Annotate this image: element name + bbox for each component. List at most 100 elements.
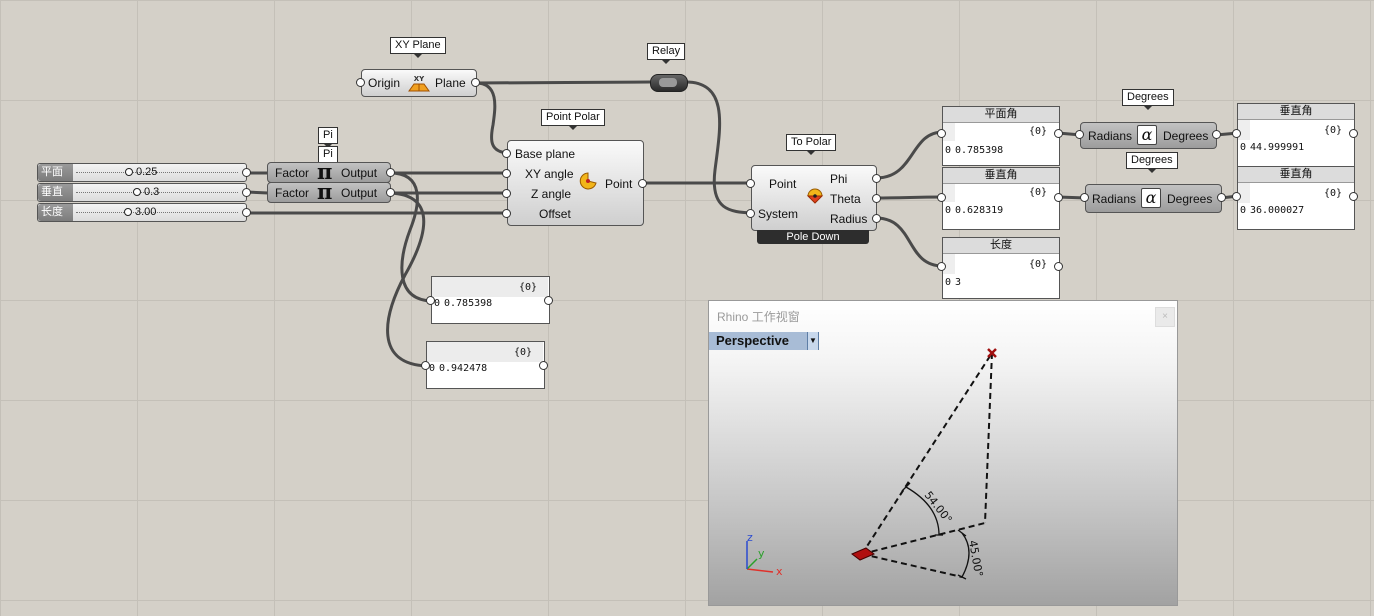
slider-vertical-angle-grip[interactable] [242, 188, 251, 197]
scene-line-to-point [861, 352, 993, 555]
pi-component-2[interactable]: Factor π Output [267, 181, 391, 203]
slider-plane-angle-knob[interactable] [125, 168, 133, 176]
panel-degrees-theta-path: {0} [1323, 188, 1342, 199]
panel-radius-index: 0 [945, 277, 952, 288]
radians-to-degrees-2[interactable]: Radians α Degrees [1085, 184, 1222, 213]
panel-radius-title: 长度 [943, 238, 1059, 254]
radians-to-degrees-1[interactable]: Radians α Degrees [1080, 122, 1217, 149]
conv2-out-grip[interactable] [1217, 193, 1226, 202]
tag-degrees-b: Degrees [1126, 152, 1178, 173]
panel-degrees-phi-in-grip[interactable] [1232, 129, 1241, 138]
panel-phi-path: {0} [1028, 126, 1047, 137]
panel-theta-out-grip[interactable] [1054, 193, 1063, 202]
conv2-alpha-icon: α [1141, 188, 1161, 208]
xy-plane-component[interactable]: Origin XY Plane [361, 69, 477, 97]
scene-line-vertical [984, 352, 993, 524]
panel-degrees-theta-title: 垂直角 [1238, 167, 1354, 183]
panel-phi-band [943, 123, 955, 141]
tag-degrees-a: Degrees [1122, 89, 1174, 110]
panel-degrees-theta-out-grip[interactable] [1349, 192, 1358, 201]
viewport-close-button[interactable]: × [1155, 307, 1175, 327]
panel-radius-in-grip[interactable] [937, 262, 946, 271]
point-polar-grip-point[interactable] [638, 179, 647, 188]
pi2-output: Output [341, 186, 378, 200]
viewport-scene: 54.00° 45.00° x y z [746, 348, 997, 580]
to-polar-grip-phi[interactable] [872, 174, 881, 183]
conv1-in-grip[interactable] [1075, 130, 1084, 139]
conv1-out-grip[interactable] [1212, 130, 1221, 139]
rhino-viewport[interactable]: Rhino 工作视窗 × Perspective ▼ 54.00° 45.00° [708, 300, 1178, 606]
point-polar-icon [579, 172, 597, 190]
panel-degrees-theta-in-grip[interactable] [1232, 192, 1241, 201]
scene-base-plane-icon [851, 547, 875, 561]
slider-length-knob[interactable] [124, 208, 132, 216]
panel-theta-in-grip[interactable] [937, 193, 946, 202]
slider-vertical-angle-knob[interactable] [133, 188, 141, 196]
point-polar-grip-offset[interactable] [502, 209, 511, 218]
point-polar-grip-base-plane[interactable] [502, 149, 511, 158]
to-polar-grip-theta[interactable] [872, 194, 881, 203]
conv2-in-grip[interactable] [1080, 193, 1089, 202]
panel-pi2-out-grip[interactable] [539, 361, 548, 370]
panel-pi1-out-grip[interactable] [544, 296, 553, 305]
scene-axes-widget [746, 541, 774, 573]
pi2-input-factor: Factor [275, 186, 310, 200]
tag-xy-plane: XY Plane [390, 37, 446, 58]
point-polar-component[interactable]: Base plane XY angle Z angle Offset Point [507, 140, 644, 226]
slider-plane-angle-grip[interactable] [242, 168, 251, 177]
xy-plane-output-plane: Plane [435, 76, 466, 90]
conv1-alpha-icon: α [1137, 125, 1157, 145]
viewport-view-tab[interactable]: Perspective ▼ [709, 332, 819, 350]
xy-plane-output-grip[interactable] [471, 78, 480, 87]
to-polar-grip-radius[interactable] [872, 214, 881, 223]
panel-phi-title: 平面角 [943, 107, 1059, 123]
panel-pi1-in-grip[interactable] [426, 296, 435, 305]
point-polar-grip-xy-angle[interactable] [502, 169, 511, 178]
slider-plane-angle-value: 0.25 [136, 166, 158, 178]
panel-radius-out-grip[interactable] [1054, 262, 1063, 271]
point-polar-input-offset: Offset [539, 207, 571, 221]
pi-component-1[interactable]: Factor π Output [267, 161, 391, 183]
to-polar-icon [806, 188, 824, 204]
panel-degrees-phi-out-grip[interactable] [1349, 129, 1358, 138]
slider-length[interactable]: 长度 3.00 [37, 203, 247, 222]
relay-node[interactable] [650, 74, 688, 92]
slider-plane-angle[interactable]: 平面角 0.25 [37, 163, 247, 195]
viewport-view-caret-icon[interactable]: ▼ [807, 332, 818, 350]
panel-pi1-path-overlay: {0} [518, 282, 537, 293]
to-polar-grip-system[interactable] [746, 209, 755, 218]
panel-radius-band [943, 254, 955, 274]
to-polar-component[interactable]: Point System Phi Theta Radius [751, 165, 877, 231]
slider-vertical-angle[interactable]: 垂直角 0.3 [37, 183, 247, 215]
slider-length-value: 3.00 [135, 206, 157, 218]
panel-phi-in-grip[interactable] [937, 129, 946, 138]
point-polar-input-base-plane: Base plane [515, 147, 576, 161]
panel-phi-out-grip[interactable] [1054, 129, 1063, 138]
pi1-output: Output [341, 166, 378, 180]
scene-line-x-ref [861, 553, 963, 578]
pi2-output-grip[interactable] [386, 188, 395, 197]
point-polar-output-point: Point [605, 177, 633, 191]
xy-plane-input-grip[interactable] [356, 78, 365, 87]
panel-pi-result-1[interactable]: {0} {0} 00.785398 [431, 276, 550, 324]
to-polar-grip-point[interactable] [746, 179, 755, 188]
panel-pi2-in-grip[interactable] [421, 361, 430, 370]
point-polar-grip-z-angle[interactable] [502, 189, 511, 198]
panel-pi1-band [432, 277, 548, 297]
scene-arc-vertical [905, 486, 940, 536]
tag-pi-a: Pi [318, 127, 338, 148]
scene-line-projection [861, 522, 986, 555]
scene-arc-plane [961, 532, 970, 578]
pi1-output-grip[interactable] [386, 168, 395, 177]
slider-length-grip[interactable] [242, 208, 251, 217]
to-polar-output-theta: Theta [830, 192, 861, 206]
wire-plane-to-baseplane [475, 81, 509, 155]
wire-theta-to-panel [875, 195, 944, 200]
